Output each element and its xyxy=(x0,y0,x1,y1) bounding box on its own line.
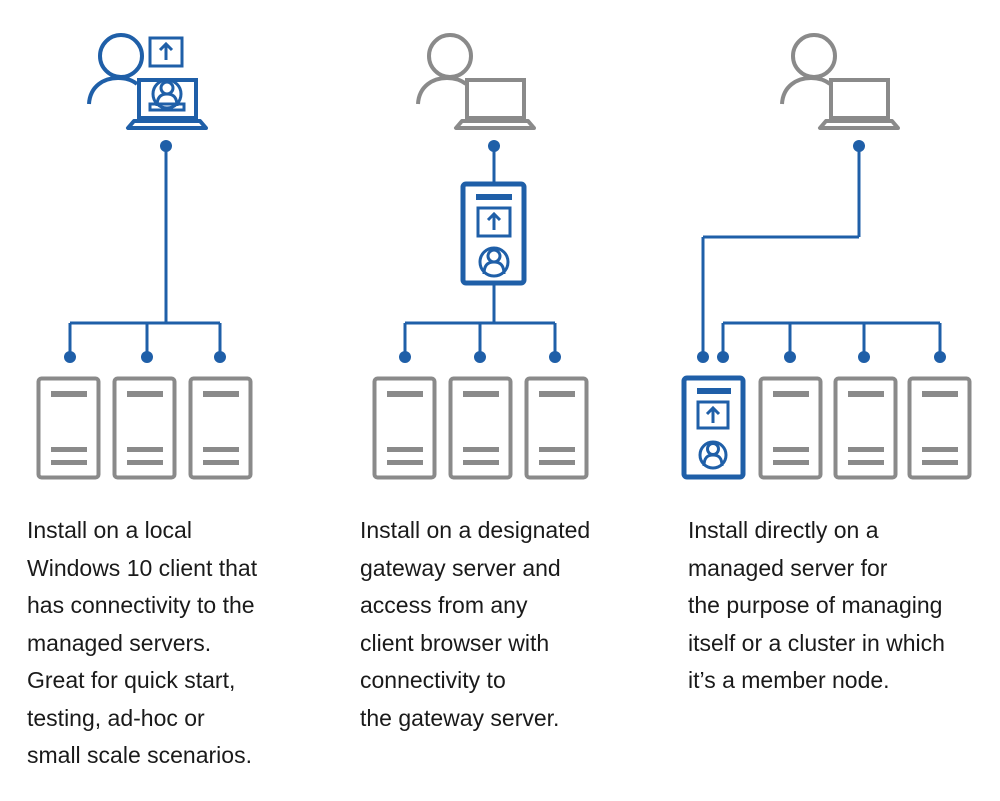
caption-line: client browser with xyxy=(360,629,550,656)
caption-managed-server: Install directly on a managed server for… xyxy=(688,512,945,700)
server-icon xyxy=(112,376,177,480)
caption-gateway-server: Install on a designated gateway server a… xyxy=(360,512,590,737)
server-icon xyxy=(372,376,437,480)
caption-line: itself or a cluster in which xyxy=(688,629,945,656)
server-icon xyxy=(907,376,972,480)
server-icon xyxy=(524,376,589,480)
scenario-managed-server xyxy=(681,33,972,480)
caption-line: Install directly on a xyxy=(688,517,879,543)
caption-line: gateway server and xyxy=(360,554,561,581)
managed-host-server-icon xyxy=(681,375,746,480)
server-icon xyxy=(833,376,898,480)
server-icon xyxy=(36,376,101,480)
connector-lines xyxy=(701,146,942,357)
gateway-app-icon xyxy=(696,400,730,470)
caption-line: connectivity to xyxy=(360,667,506,693)
server-icon xyxy=(188,376,253,480)
scenario-local-client xyxy=(36,33,253,480)
laptop-icon xyxy=(818,78,900,130)
caption-line: Great for quick start, xyxy=(27,667,236,693)
caption-line: the gateway server. xyxy=(360,704,560,731)
person-icon xyxy=(87,33,144,105)
caption-line: Install on a designated xyxy=(360,517,591,543)
caption-line: Install on a local xyxy=(27,517,192,543)
connector-dots xyxy=(697,140,946,363)
server-icon xyxy=(448,376,513,480)
laptop-icon xyxy=(454,78,536,130)
scenario-gateway-server xyxy=(372,33,589,480)
caption-line: has connectivity to the xyxy=(27,592,255,618)
gateway-server-icon xyxy=(460,181,527,286)
person-icon xyxy=(416,33,473,105)
caption-line: managed server for xyxy=(688,554,888,581)
server-icon xyxy=(758,376,823,480)
caption-line: Windows 10 client that xyxy=(27,554,258,581)
caption-line: it’s a member node. xyxy=(688,667,890,693)
caption-line: the purpose of managing xyxy=(688,592,943,618)
caption-line: access from any xyxy=(360,592,528,618)
caption-local-client: Install on a local Windows 10 client tha… xyxy=(27,512,257,775)
person-icon xyxy=(780,33,837,105)
gateway-app-icon xyxy=(148,36,186,112)
caption-line: managed servers. xyxy=(27,629,212,656)
caption-line: small scale scenarios. xyxy=(27,742,252,768)
gateway-app-icon xyxy=(476,206,512,278)
caption-line: testing, ad-hoc or xyxy=(27,704,205,731)
connector-dots xyxy=(64,140,226,363)
connector-dots xyxy=(399,140,561,363)
connector-lines xyxy=(68,146,222,357)
